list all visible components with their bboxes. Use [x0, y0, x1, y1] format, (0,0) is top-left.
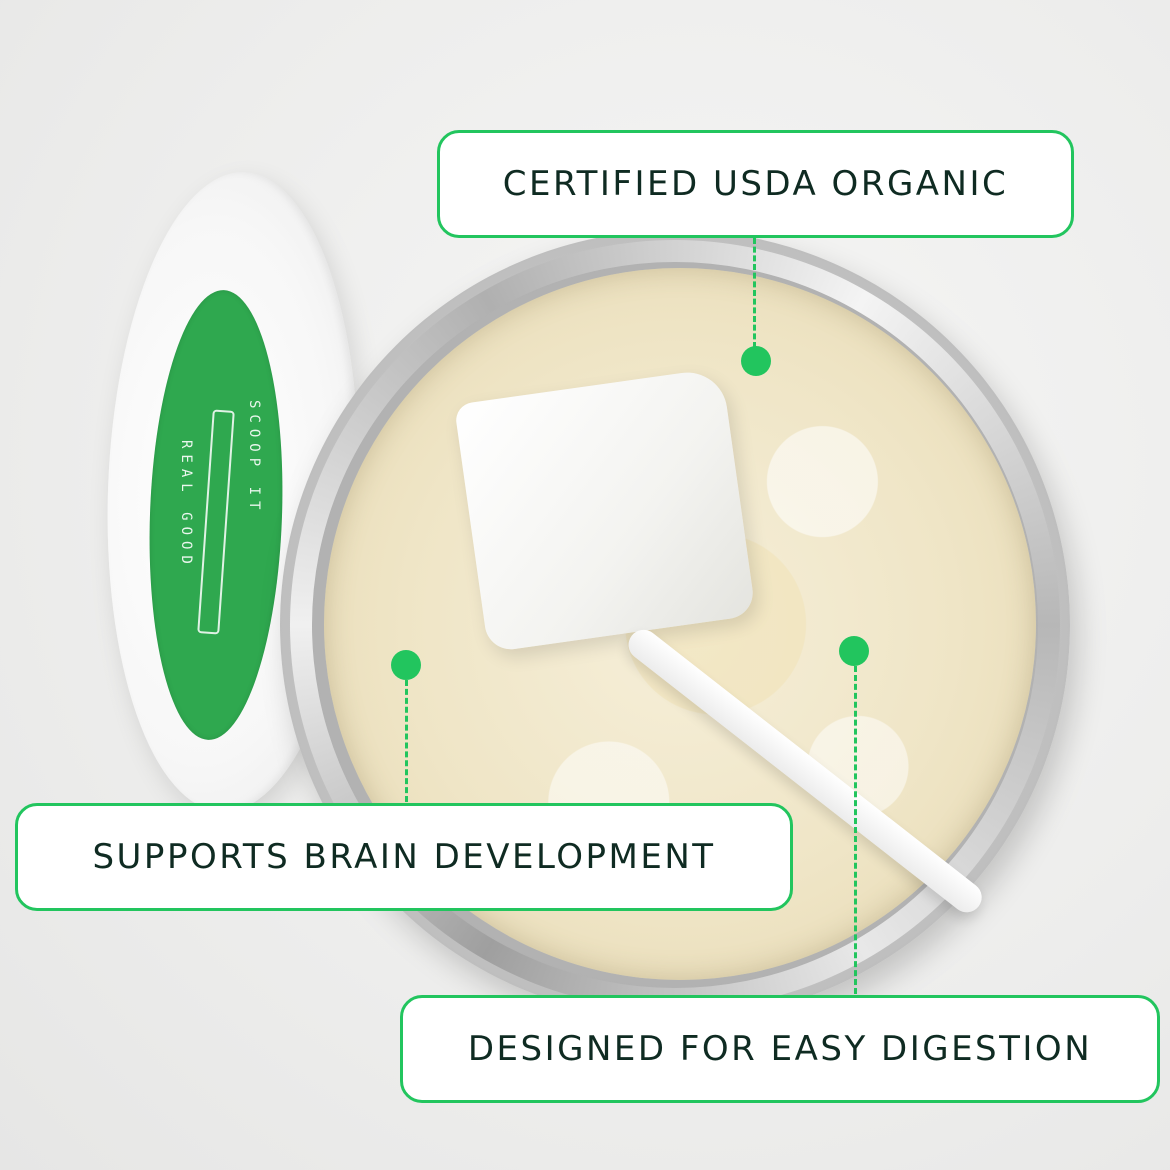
- connector-dot-organic: [741, 346, 771, 376]
- connector-line-brain: [405, 680, 408, 802]
- callout-organic: CERTIFIED USDA ORGANIC: [437, 130, 1074, 238]
- callout-brain: SUPPORTS BRAIN DEVELOPMENT: [15, 803, 793, 911]
- connector-dot-brain: [391, 650, 421, 680]
- lid-text-line1: SCOOP IT: [246, 400, 262, 516]
- connector-dot-digestion: [839, 636, 869, 666]
- lid-text-line2: REAL GOOD: [178, 440, 194, 570]
- connector-line-organic: [753, 238, 756, 348]
- scoop-cup: [453, 367, 757, 653]
- connector-line-digestion: [854, 666, 857, 994]
- callout-digestion: DESIGNED FOR EASY DIGESTION: [400, 995, 1160, 1103]
